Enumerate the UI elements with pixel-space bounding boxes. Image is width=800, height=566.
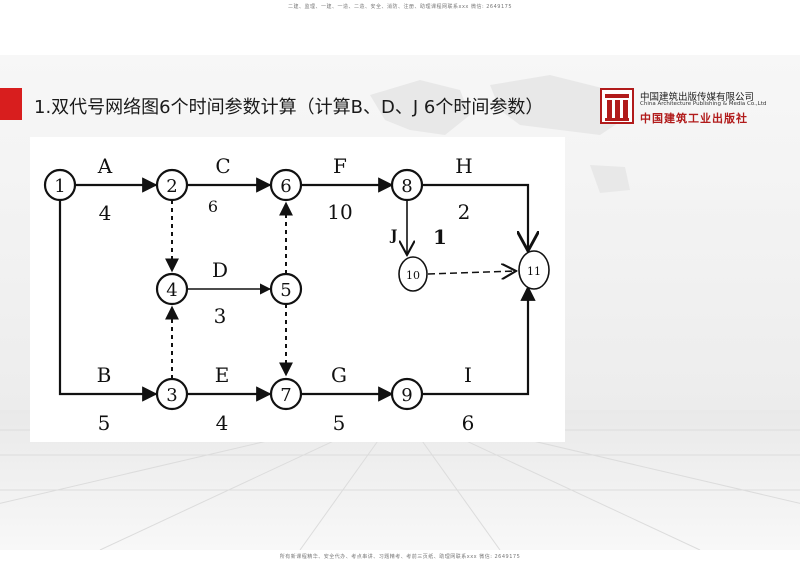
slide-title: 1.双代号网络图6个时间参数计算（计算B、D、J 6个时间参数） <box>34 97 544 118</box>
activity-G-name: G <box>331 363 347 387</box>
bottom-note: 所有新课程精华、安全代办、考点串讲、习题精考、考前三页纸、助理网联系xxx 微信… <box>279 554 521 560</box>
activity-D-duration: 3 <box>214 304 227 328</box>
arrow-I <box>422 285 536 396</box>
publisher-name-cn: 中国建筑出版传媒有限公司 <box>640 92 755 103</box>
node-5 <box>269 272 303 306</box>
node-2 <box>155 168 189 202</box>
activity-E-name: E <box>215 363 230 387</box>
node-1-label: 1 <box>54 176 65 197</box>
activity-H-name: H <box>455 154 472 178</box>
node-5-label: 5 <box>280 280 291 301</box>
node-8 <box>390 168 424 202</box>
network-diagram: 1 2 3 4 5 6 7 8 9 10 11 A C F H D B E G … <box>43 154 550 435</box>
node-2-label: 2 <box>166 176 177 197</box>
activity-A-name: A <box>97 154 113 178</box>
activity-D-name: D <box>212 258 228 282</box>
dummy-10-11 <box>427 271 516 274</box>
activity-F-name: F <box>333 154 347 178</box>
activity-B-name: B <box>97 363 112 387</box>
node-11 <box>518 250 550 290</box>
arrow-B <box>58 199 158 402</box>
node-3-label: 3 <box>166 385 177 406</box>
activity-J-duration: 1 <box>433 225 447 249</box>
activity-I-duration: 6 <box>462 411 475 435</box>
activity-G-duration: 5 <box>333 411 346 435</box>
node-11-label: 11 <box>527 265 541 278</box>
publisher-name-en: China Architecture Publishing & Media Co… <box>640 101 767 107</box>
node-9 <box>390 377 424 411</box>
node-7-label: 7 <box>280 385 291 406</box>
publisher-emblem-icon <box>600 88 634 124</box>
activity-H-duration: 2 <box>458 200 471 224</box>
activity-C-duration: 6 <box>208 197 218 216</box>
node-7 <box>269 377 303 411</box>
node-6 <box>269 168 303 202</box>
node-4 <box>155 272 189 306</box>
title-accent-bar <box>0 88 22 120</box>
publisher-imprint: 中国建筑工业出版社 <box>640 112 748 125</box>
top-note: 二建、监理、一建、一造、二造、安全、消防、注册、助理课程网联系xxx 微信: 2… <box>287 4 512 10</box>
node-9-label: 9 <box>401 385 412 406</box>
activity-B-duration: 5 <box>98 411 111 435</box>
arrow-H <box>422 183 528 251</box>
node-4-label: 4 <box>166 280 177 301</box>
node-8-label: 8 <box>401 176 412 197</box>
activity-F-duration: 10 <box>327 200 352 224</box>
activity-I-name: I <box>464 363 472 387</box>
activity-A-duration: 4 <box>99 201 112 225</box>
node-6-label: 6 <box>280 176 291 197</box>
activity-E-duration: 4 <box>216 411 229 435</box>
node-10-label: 10 <box>406 269 420 282</box>
node-3 <box>155 377 189 411</box>
network-diagram-panel: 1 2 3 4 5 6 7 8 9 10 11 A C F H D B E G … <box>30 137 565 442</box>
activity-C-name: C <box>215 154 230 178</box>
activity-J-name: J <box>389 228 398 244</box>
publisher-logo: 中国建筑出版传媒有限公司 China Architecture Publishi… <box>600 88 780 128</box>
node-1 <box>43 168 77 202</box>
node-10 <box>398 256 428 292</box>
